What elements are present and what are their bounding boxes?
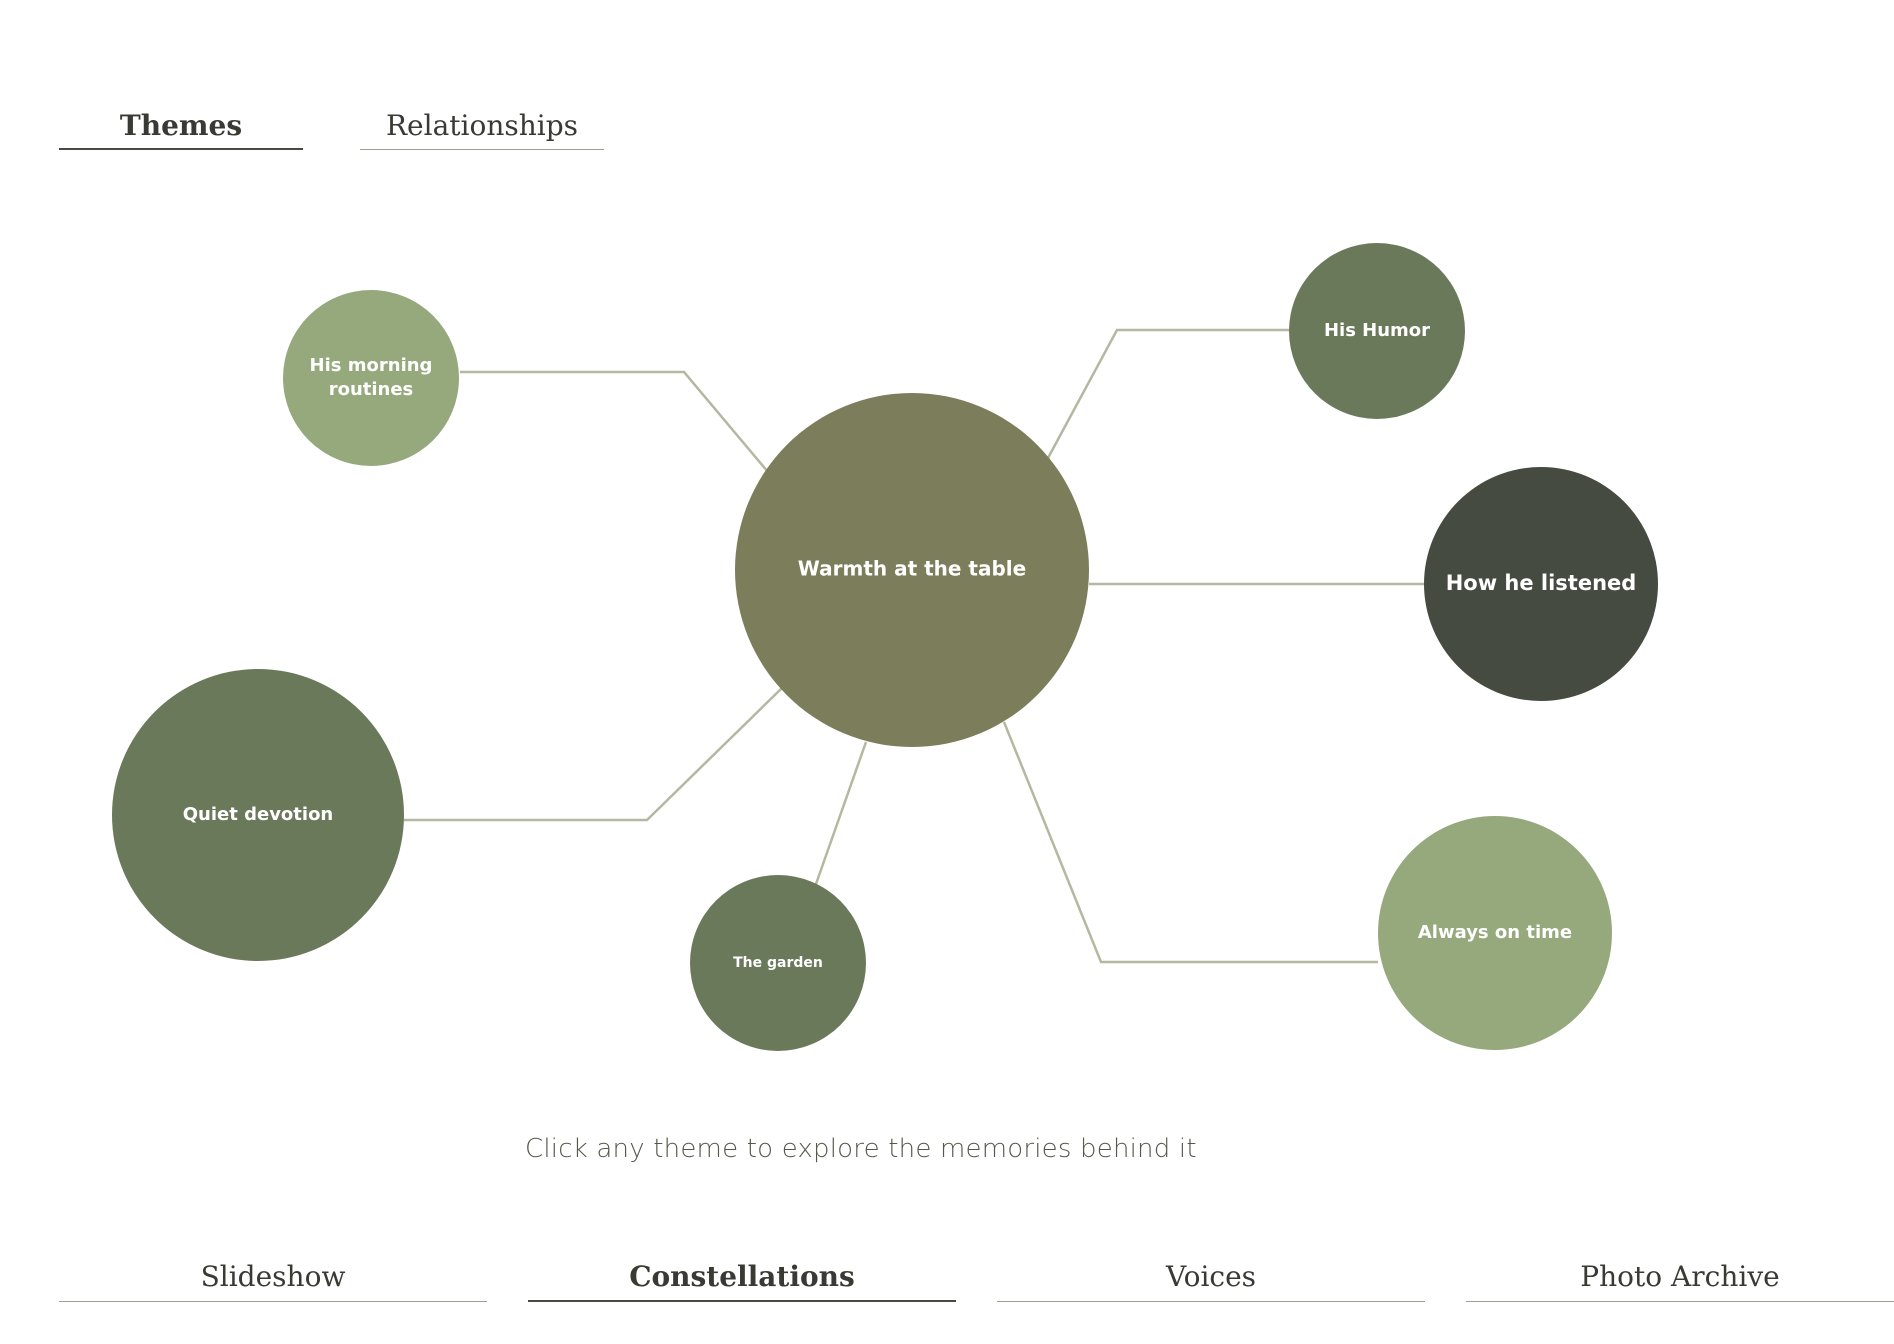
nav-voices[interactable]: Voices [997, 1252, 1425, 1302]
theme-node-listened[interactable]: How he listened [1424, 467, 1658, 701]
theme-node-morning-circle [283, 290, 459, 466]
theme-node-ontime-circle [1378, 816, 1612, 1050]
nav-slideshow-underline [59, 1301, 487, 1302]
theme-node-center[interactable]: Warmth at the table [735, 393, 1089, 747]
connector-devotion [404, 687, 783, 822]
theme-node-garden[interactable]: The garden [690, 875, 866, 1051]
theme-node-humor[interactable]: His Humor [1289, 243, 1465, 419]
theme-node-humor-label: His Humor [1324, 320, 1430, 341]
connector-morning [460, 370, 769, 473]
theme-node-devotion-circle [112, 669, 404, 961]
theme-node-garden-circle [690, 875, 866, 1051]
theme-node-devotion-label: Quiet devotion [183, 804, 334, 825]
nav-constellations-underline [528, 1300, 956, 1302]
connectors [404, 328, 1424, 964]
theme-node-morning-label: His morning [310, 355, 433, 376]
theme-node-garden-label: The garden [733, 955, 823, 971]
tab-themes-label: Themes [119, 109, 243, 142]
nav-slideshow[interactable]: Slideshow [59, 1252, 487, 1302]
connector-ontime [1002, 721, 1378, 964]
theme-node-morning-label: routines [329, 379, 414, 400]
connector-humor [1046, 328, 1290, 459]
theme-node-morning[interactable]: His morning routines [283, 290, 459, 466]
nav-voices-label: Voices [1165, 1260, 1257, 1293]
theme-node-ontime-label: Always on time [1418, 922, 1572, 943]
tab-relationships-label: Relationships [385, 109, 579, 142]
nav-slideshow-label: Slideshow [200, 1260, 346, 1293]
tab-themes[interactable]: Themes [59, 102, 303, 150]
theme-node-center-circle [735, 393, 1089, 747]
theme-node-listened-circle [1424, 467, 1658, 701]
tab-relationships-underline [360, 149, 604, 150]
tab-themes-underline [59, 148, 303, 150]
theme-node-center-label: Warmth at the table [798, 557, 1026, 581]
nav-voices-underline [997, 1301, 1425, 1302]
nav-photo-archive[interactable]: Photo Archive [1466, 1252, 1894, 1302]
connector-garden [814, 741, 868, 885]
nav-constellations[interactable]: Constellations [528, 1252, 956, 1302]
theme-node-listened-label: How he listened [1446, 571, 1637, 595]
tab-relationships[interactable]: Relationships [360, 102, 604, 150]
nav-photo-archive-underline [1466, 1301, 1894, 1302]
theme-node-humor-circle [1289, 243, 1465, 419]
theme-node-devotion[interactable]: Quiet devotion [112, 669, 404, 961]
nav-constellations-label: Constellations [629, 1260, 855, 1293]
hint-text: Click any theme to explore the memories … [525, 1134, 1197, 1164]
nav-photo-archive-label: Photo Archive [1580, 1260, 1780, 1293]
theme-node-ontime[interactable]: Always on time [1378, 816, 1612, 1050]
